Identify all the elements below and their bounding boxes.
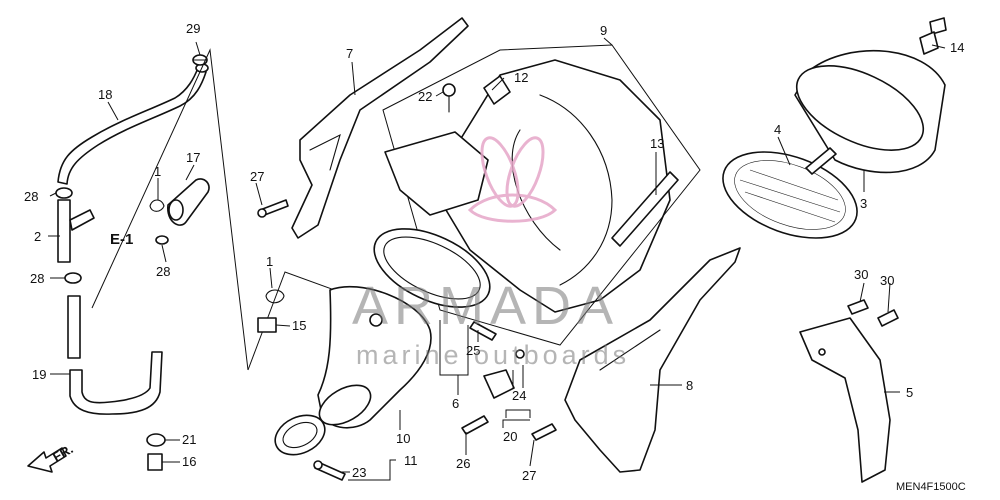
callout-12: 12	[514, 70, 528, 85]
callout-30: 30	[880, 273, 894, 288]
part-27-bolt-left	[257, 199, 289, 218]
part-17-breather	[167, 178, 210, 226]
part-1-clip-lower	[265, 289, 285, 304]
callout-16: 16	[182, 454, 196, 469]
callout-8: 8	[686, 378, 693, 393]
part-14-wing-bolt	[919, 17, 947, 55]
part-4-element-holder	[722, 147, 858, 239]
part-gasket	[373, 228, 491, 308]
callout-28: 28	[24, 189, 38, 204]
part-23-bolt	[313, 460, 346, 481]
part-25-bolt	[469, 321, 497, 341]
part-7-bracket	[291, 17, 469, 239]
part-30-bolt-left	[847, 299, 869, 315]
callout-21: 21	[182, 432, 196, 447]
watermark: ARMADA marine outboards	[352, 136, 630, 370]
callout-30: 30	[854, 267, 868, 282]
watermark-tagline: marine outboards	[356, 340, 630, 370]
callout-27: 27	[250, 169, 264, 184]
callout-25: 25	[466, 343, 480, 358]
callout-27: 27	[522, 468, 536, 483]
callout-28: 28	[30, 271, 44, 286]
callout-15: 15	[292, 318, 306, 333]
callout-1: 1	[154, 164, 161, 179]
part-28-clamp-upper	[55, 187, 73, 199]
callout-11: 11	[404, 453, 418, 468]
callout-4: 4	[774, 122, 781, 137]
callout-19: 19	[32, 367, 46, 382]
callout-13: 13	[650, 136, 664, 151]
callout-26: 26	[456, 456, 470, 471]
part-1-clip-upper	[149, 199, 165, 212]
leader-lines	[48, 37, 946, 481]
diagram-code: MEN4F1500C	[896, 481, 966, 493]
watermark-brand: ARMADA	[352, 276, 619, 336]
part-21-cap	[146, 433, 166, 447]
assembly-outline-left	[91, 48, 249, 371]
part-27-bolt-lower	[531, 423, 557, 441]
part-2-joint	[57, 199, 95, 263]
callout-23: 23	[352, 465, 366, 480]
part-holder-plate	[384, 131, 489, 216]
assembly-outline-9	[382, 44, 701, 346]
part-18-tube	[57, 63, 209, 185]
callout-22: 22	[418, 89, 432, 104]
part-16-plug	[147, 453, 163, 471]
part-30-bolt-right	[877, 309, 899, 327]
part-8-side-cover	[564, 247, 741, 473]
callout-20: 20	[503, 429, 517, 444]
watermark-logo-icon	[467, 136, 558, 223]
callout-28: 28	[156, 264, 170, 279]
callout-1: 1	[266, 254, 273, 269]
part-3-element	[794, 49, 946, 174]
callout-10: 10	[396, 431, 410, 446]
part-28-clamp-lower	[64, 272, 82, 284]
part-10-connecting-tube	[317, 285, 432, 429]
part-11-band	[274, 414, 326, 456]
part-13-strip	[611, 171, 679, 247]
callout-3: 3	[860, 196, 867, 211]
callout-14: 14	[950, 40, 964, 55]
callout-2: 2	[34, 229, 41, 244]
part-12-plate	[483, 75, 511, 105]
part-5-cover	[799, 317, 891, 483]
callout-6: 6	[452, 396, 459, 411]
callout-18: 18	[98, 87, 112, 102]
part-28-clamp-small	[155, 235, 169, 245]
callout-9: 9	[600, 23, 607, 38]
callout-17: 17	[186, 150, 200, 165]
callout-29: 29	[186, 21, 200, 36]
callout-labels: 29 18 28 2 28 19 1 17 E-1 28 1 15 21 16 …	[24, 21, 964, 483]
part-15-grommet	[257, 317, 277, 333]
part-22-screw	[442, 83, 456, 113]
part-26-bolt	[461, 415, 489, 435]
callout-7: 7	[346, 46, 353, 61]
front-arrow: FR.	[27, 441, 76, 473]
part-20-sensor	[483, 349, 525, 399]
callout-5: 5	[906, 385, 913, 400]
reference-label: E-1	[110, 231, 133, 248]
callout-24: 24	[512, 388, 526, 403]
part-19-drain-tube	[67, 295, 163, 415]
